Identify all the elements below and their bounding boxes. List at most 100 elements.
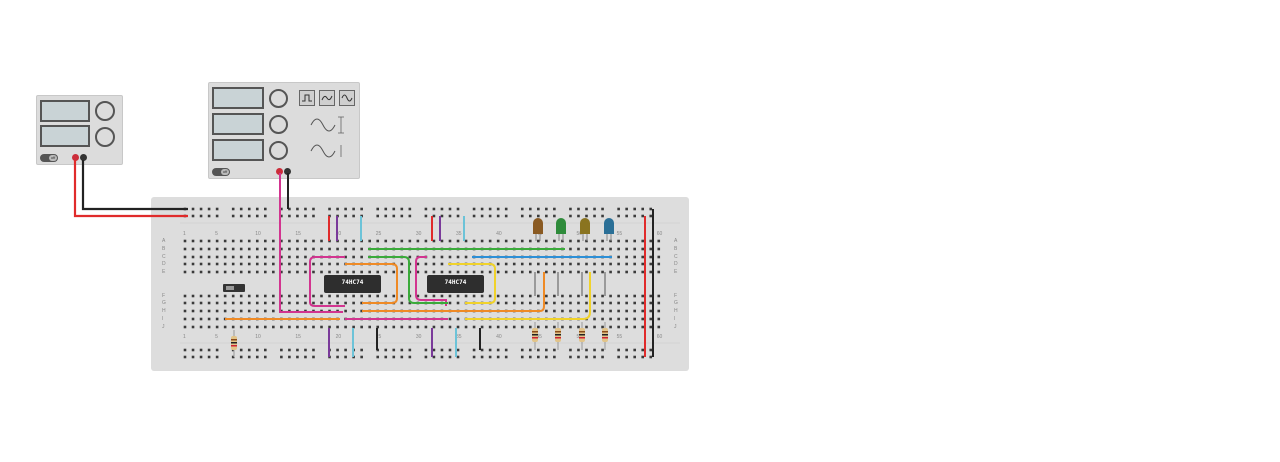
breadboard-hole	[569, 294, 572, 298]
breadboard-hole	[641, 348, 645, 352]
breadboard-hole	[520, 239, 524, 243]
breadboard-hole	[504, 239, 508, 243]
dc-power-supply[interactable]: off	[36, 95, 123, 165]
frequency-knob[interactable]	[269, 89, 288, 108]
breadboard-hole	[601, 262, 604, 266]
breadboard-hole	[617, 348, 620, 352]
positive-terminal[interactable]	[72, 154, 79, 161]
slide-switch[interactable]	[223, 284, 245, 292]
column-number: 25	[375, 231, 382, 237]
breadboard-hole	[617, 355, 620, 359]
breadboard-hole	[432, 270, 436, 274]
breadboard-hole	[448, 214, 452, 218]
breadboard-hole	[280, 255, 283, 259]
breadboard-hole	[272, 262, 275, 266]
breadboard-hole	[408, 355, 412, 359]
breadboard-hole	[352, 325, 355, 329]
breadboard-hole	[617, 309, 620, 313]
breadboard-hole	[480, 239, 484, 243]
breadboard-hole	[352, 247, 355, 251]
breadboard-hole	[456, 348, 460, 352]
breadboard-hole	[384, 239, 388, 243]
breadboard-hole	[593, 207, 596, 211]
led[interactable]	[533, 218, 543, 241]
breadboard-hole	[545, 214, 548, 218]
square-wave-icon[interactable]	[299, 90, 315, 106]
breadboard-hole	[561, 309, 564, 313]
breadboard-hole	[528, 355, 532, 359]
breadboard-hole	[504, 262, 508, 266]
breadboard-hole	[496, 325, 500, 329]
negative-terminal[interactable]	[80, 154, 87, 161]
breadboard-hole	[304, 348, 307, 352]
breadboard-hole	[296, 325, 299, 329]
breadboard-hole	[424, 348, 428, 352]
breadboard-hole	[609, 262, 612, 266]
breadboard-hole	[625, 262, 628, 266]
switch-handle[interactable]	[226, 286, 234, 290]
breadboard-hole	[561, 294, 564, 298]
breadboard-hole	[360, 309, 363, 313]
breadboard-hole	[649, 325, 653, 329]
breadboard-hole	[247, 309, 251, 313]
resistor[interactable]	[555, 322, 561, 350]
breadboard-hole	[408, 207, 412, 211]
breadboard-hole	[392, 270, 396, 274]
breadboard-hole	[553, 348, 556, 352]
breadboard-hole	[264, 239, 267, 243]
ground-output-terminal[interactable]	[284, 168, 291, 175]
row-letter: J	[162, 324, 165, 330]
breadboard-hole	[416, 262, 420, 266]
led[interactable]	[556, 218, 566, 241]
breadboard-hole	[633, 247, 636, 251]
breadboard-hole	[304, 325, 307, 329]
ic-chip-74hc74-1[interactable]: 74HC74	[324, 275, 381, 293]
power-toggle[interactable]: off	[40, 154, 58, 162]
breadboard-hole	[183, 348, 187, 352]
ic-chip-74hc74-2[interactable]: 74HC74	[427, 275, 484, 293]
breadboard-hole	[280, 301, 283, 305]
power-toggle[interactable]: off	[212, 168, 230, 176]
signal-output-terminal[interactable]	[276, 168, 283, 175]
breadboard-hole	[384, 348, 388, 352]
column-number: 45	[536, 334, 542, 340]
breadboard-hole	[448, 207, 452, 211]
breadboard-hole	[280, 270, 283, 274]
breadboard-hole	[545, 270, 548, 274]
breadboard-hole	[424, 355, 428, 359]
resistor[interactable]	[602, 322, 608, 350]
breadboard-hole	[264, 255, 267, 259]
offset-knob[interactable]	[269, 141, 288, 160]
resistor[interactable]	[231, 330, 237, 357]
voltage-knob[interactable]	[95, 101, 115, 121]
function-generator[interactable]: off	[208, 82, 360, 179]
breadboard-hole	[649, 294, 653, 298]
breadboard-hole	[272, 301, 275, 305]
breadboard-hole	[520, 348, 524, 352]
resistor[interactable]	[532, 322, 538, 350]
breadboard-hole	[223, 294, 227, 298]
breadboard-hole	[504, 348, 508, 352]
triangle-wave-icon[interactable]	[319, 90, 335, 106]
breadboard-hole	[657, 270, 661, 274]
breadboard-hole	[545, 309, 548, 313]
wire-red	[73, 160, 188, 218]
breadboard-hole	[368, 294, 371, 298]
led[interactable]	[580, 218, 590, 241]
breadboard-hole	[392, 214, 396, 218]
breadboard-hole	[280, 214, 283, 218]
breadboard-hole	[392, 325, 396, 329]
breadboard-hole	[432, 325, 436, 329]
breadboard-hole	[368, 239, 371, 243]
current-knob[interactable]	[95, 127, 115, 147]
resistor[interactable]	[579, 322, 585, 350]
sine-wave-icon[interactable]	[339, 90, 355, 106]
amplitude-knob[interactable]	[269, 115, 288, 134]
breadboard-hole	[352, 301, 355, 305]
breadboard-hole	[577, 294, 580, 298]
breadboard-hole	[448, 348, 452, 352]
led[interactable]	[604, 218, 614, 241]
breadboard-hole	[633, 214, 636, 218]
breadboard-hole	[649, 207, 653, 211]
breadboard-hole	[472, 325, 476, 329]
